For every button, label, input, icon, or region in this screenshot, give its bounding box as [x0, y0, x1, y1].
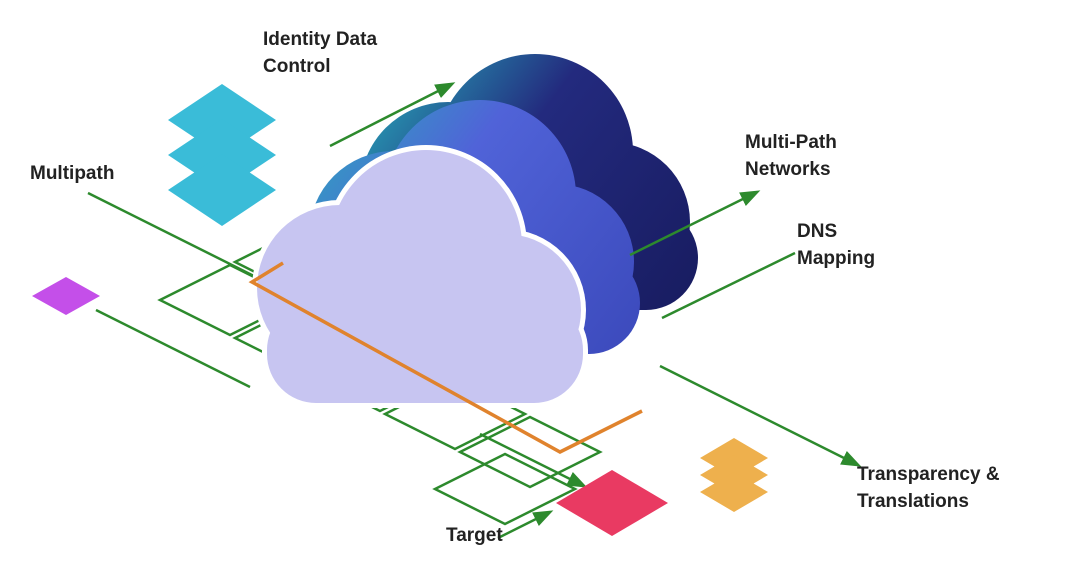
red-diamond-icon: [556, 470, 668, 536]
lattice-line: [95, 308, 251, 389]
lattice-diamond: [432, 452, 578, 526]
lattice-line: [661, 251, 796, 320]
lattice-diamond: [457, 415, 603, 489]
multipath-label: Multipath: [30, 160, 114, 187]
identity-control-label-line1: Identity Data: [263, 29, 378, 50]
cloud-icon: [257, 150, 583, 403]
green-arrow-icon: [497, 510, 554, 540]
identity-control-label: Identity Data Control: [263, 26, 377, 80]
multipath-networks-label-line2: Networks: [745, 159, 831, 180]
target-label-line1: Target: [446, 525, 503, 546]
orange-layer-stack-icon: [700, 438, 768, 512]
green-arrow-icon: [329, 82, 456, 148]
green-arrow-icon: [479, 432, 588, 488]
multipath-networks-label-line1: Multi-Path: [745, 132, 837, 153]
purple-diamond-icon: [32, 277, 100, 315]
target-label: Target: [446, 522, 503, 549]
cyan-layer-stack-icon: [168, 84, 276, 226]
transparency-translations-label: Transparency & Translations: [857, 461, 1000, 515]
green-connector-arrows: [329, 82, 862, 540]
multipath-networks-label: Multi-Path Networks: [745, 129, 837, 183]
green-arrow-icon: [629, 190, 761, 257]
transparency-translations-label-line1: Transparency &: [857, 464, 1000, 485]
transparency-translations-label-line2: Translations: [857, 491, 969, 512]
identity-control-label-line2: Control: [263, 56, 331, 77]
green-arrow-icon: [659, 364, 862, 467]
multipath-label-line1: Multipath: [30, 163, 115, 184]
dns-mapping-label: DNS Mapping: [797, 218, 875, 272]
dns-mapping-label-line2: Mapping: [797, 248, 876, 269]
dns-mapping-label-line1: DNS: [797, 221, 838, 242]
orange-route-path: [248, 261, 643, 454]
